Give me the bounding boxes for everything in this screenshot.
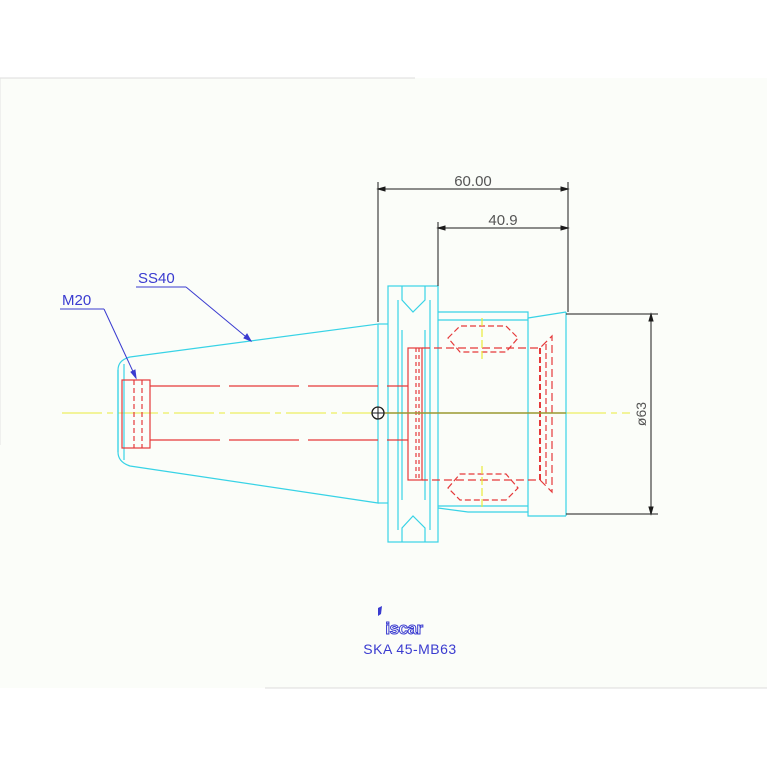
internal-bore-hidden-lines xyxy=(121,318,553,510)
callout-thread-label: M20 xyxy=(62,292,91,309)
part-number: SKA 45-MB63 xyxy=(363,641,456,657)
dimension-body-length-label: 40.9 xyxy=(488,212,517,229)
iscar-logo: iscar xyxy=(378,606,424,639)
callout-thread-leader xyxy=(60,308,137,380)
callout-shank-label: SS40 xyxy=(138,270,175,287)
drawing-paper xyxy=(0,77,767,689)
dimension-diameter xyxy=(566,312,658,516)
dimension-diameter-label: ø63 xyxy=(633,402,649,426)
dimension-overall-length-label: 60.00 xyxy=(454,173,492,190)
callout-shank-leader xyxy=(136,286,253,343)
dimension-body-length xyxy=(436,222,570,312)
center-marker xyxy=(371,406,566,420)
flange-outline xyxy=(378,285,439,543)
iscar-logo-text: iscar xyxy=(385,619,423,638)
